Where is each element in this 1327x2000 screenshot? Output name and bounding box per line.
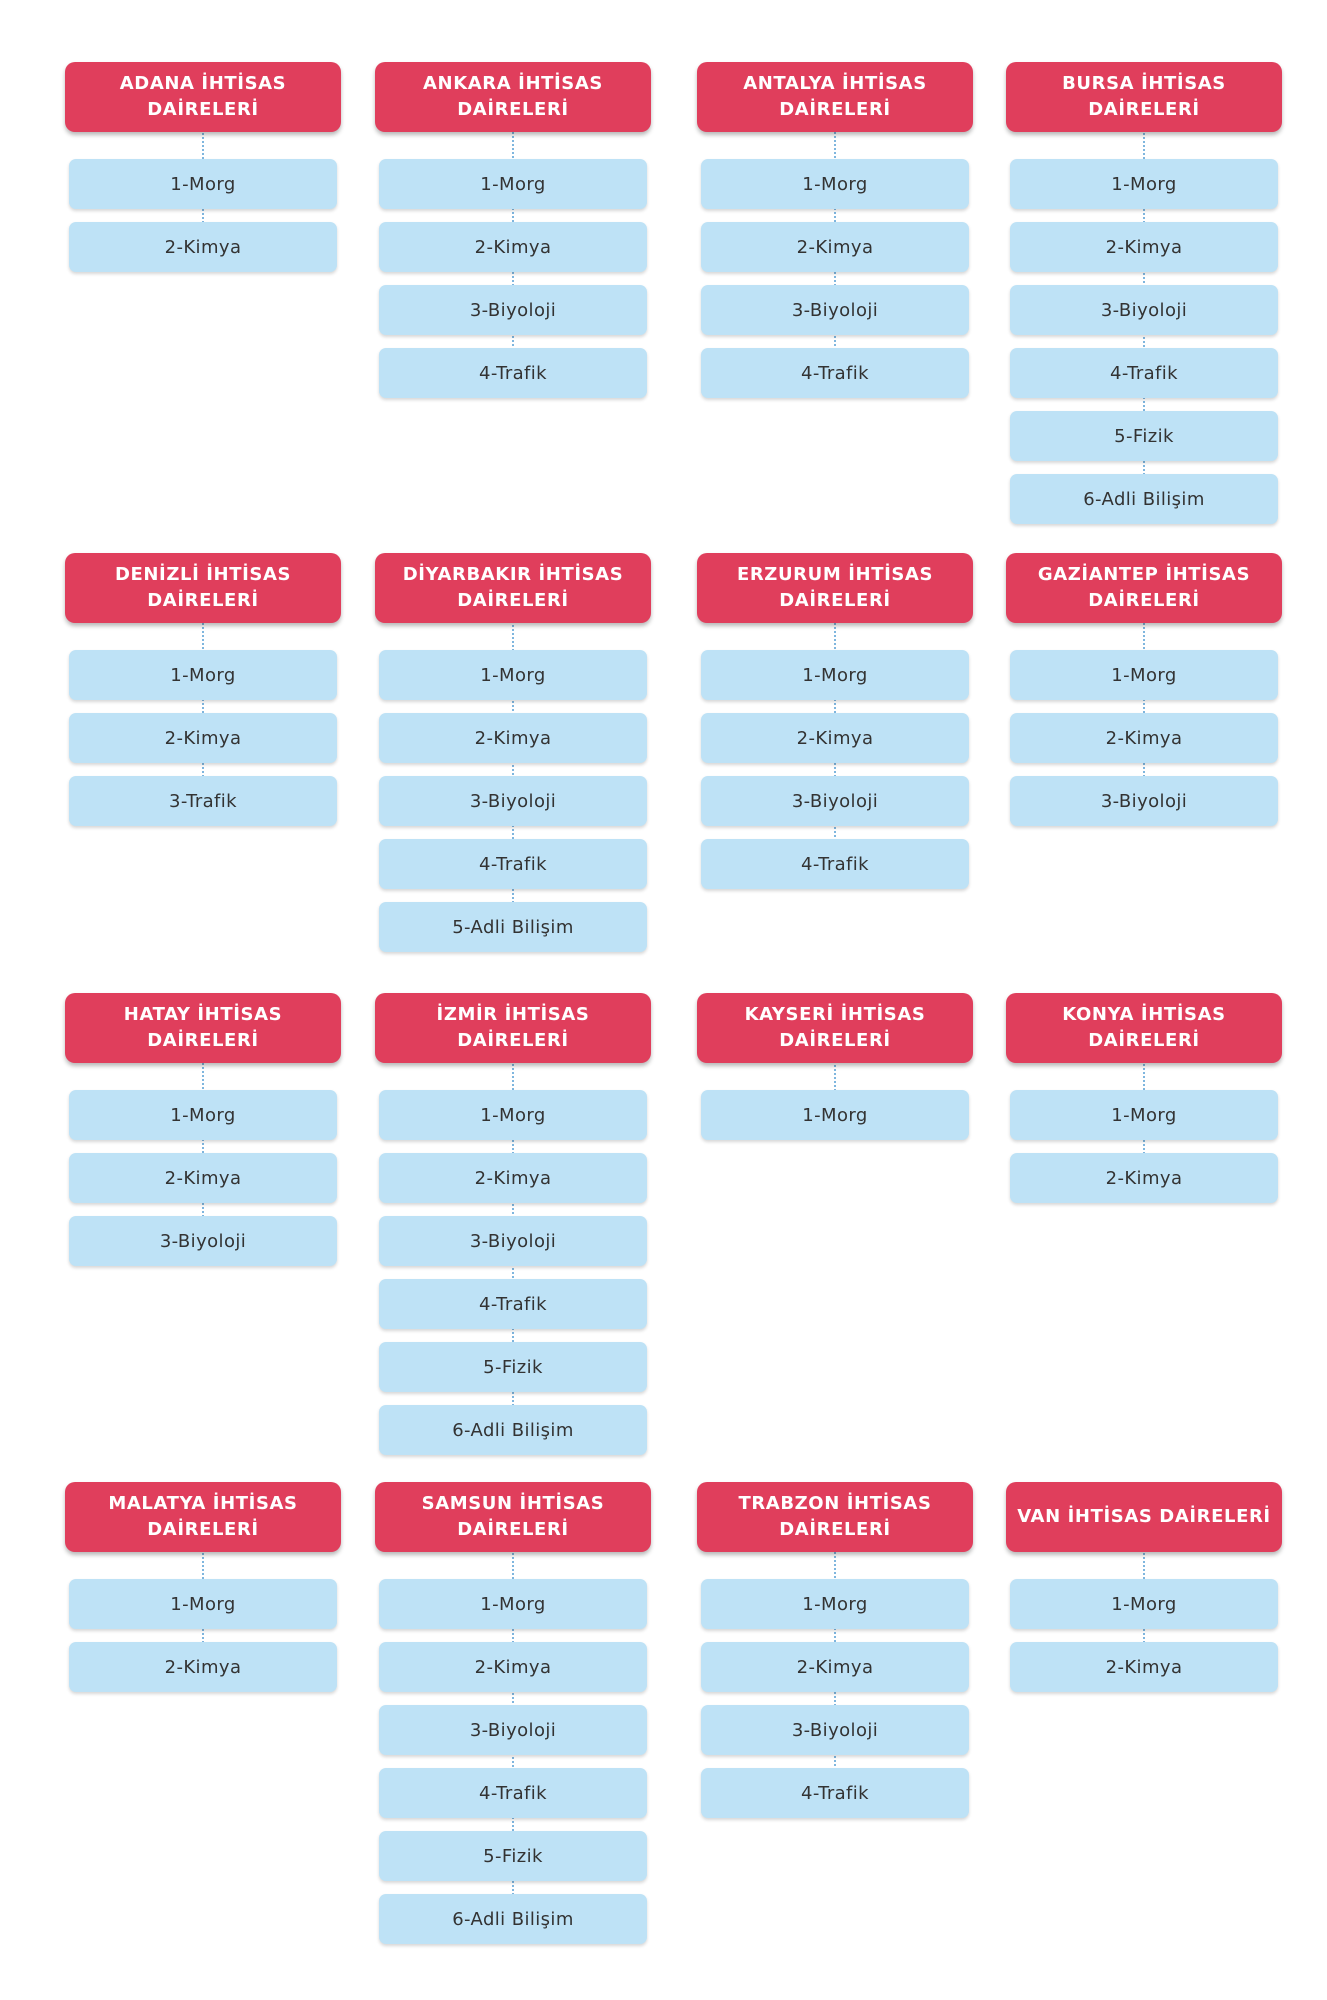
division-header: BURSA İHTİSAS DAİRELERİ [1006, 62, 1282, 132]
division-header: DENİZLİ İHTİSAS DAİRELERİ [65, 553, 341, 623]
unit-item: 2-Kimya [701, 1642, 969, 1692]
unit-item: 2-Kimya [69, 222, 337, 272]
division-header: DİYARBAKIR İHTİSAS DAİRELERİ [375, 553, 651, 623]
unit-item: 2-Kimya [1010, 1153, 1278, 1203]
unit-item: 4-Trafik [1010, 348, 1278, 398]
unit-item: 1-Morg [69, 159, 337, 209]
unit-item: 4-Trafik [379, 1768, 647, 1818]
unit-item: 1-Morg [701, 650, 969, 700]
unit-item: 3-Biyoloji [701, 776, 969, 826]
unit-item: 2-Kimya [379, 1642, 647, 1692]
unit-item: 4-Trafik [701, 1768, 969, 1818]
unit-item: 2-Kimya [1010, 713, 1278, 763]
unit-item: 2-Kimya [379, 713, 647, 763]
unit-item: 4-Trafik [701, 839, 969, 889]
division-header: KONYA İHTİSAS DAİRELERİ [1006, 993, 1282, 1063]
unit-item: 5-Fizik [1010, 411, 1278, 461]
division-header: ERZURUM İHTİSAS DAİRELERİ [697, 553, 973, 623]
unit-item: 5-Fizik [379, 1831, 647, 1881]
unit-item: 1-Morg [701, 159, 969, 209]
unit-item: 1-Morg [379, 1090, 647, 1140]
unit-item: 3-Biyoloji [701, 1705, 969, 1755]
unit-item: 1-Morg [69, 1090, 337, 1140]
unit-item: 1-Morg [69, 650, 337, 700]
division-header: MALATYA İHTİSAS DAİRELERİ [65, 1482, 341, 1552]
division-header: KAYSERİ İHTİSAS DAİRELERİ [697, 993, 973, 1063]
unit-item: 2-Kimya [701, 222, 969, 272]
division-header: VAN İHTİSAS DAİRELERİ [1006, 1482, 1282, 1552]
division-header: SAMSUN İHTİSAS DAİRELERİ [375, 1482, 651, 1552]
unit-item: 2-Kimya [69, 1153, 337, 1203]
division-header: ADANA İHTİSAS DAİRELERİ [65, 62, 341, 132]
unit-item: 1-Morg [1010, 1090, 1278, 1140]
unit-item: 2-Kimya [1010, 1642, 1278, 1692]
connector-line [834, 1028, 836, 1115]
unit-item: 3-Biyoloji [69, 1216, 337, 1266]
unit-item: 6-Adli Bilişim [379, 1894, 647, 1944]
division-header: GAZİANTEP İHTİSAS DAİRELERİ [1006, 553, 1282, 623]
unit-item: 1-Morg [1010, 650, 1278, 700]
unit-item: 3-Biyoloji [379, 1705, 647, 1755]
unit-item: 1-Morg [701, 1579, 969, 1629]
unit-item: 4-Trafik [379, 1279, 647, 1329]
unit-item: 3-Biyoloji [379, 285, 647, 335]
unit-item: 1-Morg [379, 1579, 647, 1629]
unit-item: 3-Biyoloji [701, 285, 969, 335]
unit-item: 1-Morg [379, 159, 647, 209]
division-header: İZMİR İHTİSAS DAİRELERİ [375, 993, 651, 1063]
unit-item: 3-Biyoloji [1010, 285, 1278, 335]
unit-item: 2-Kimya [1010, 222, 1278, 272]
unit-item: 4-Trafik [701, 348, 969, 398]
unit-item: 1-Morg [1010, 159, 1278, 209]
unit-item: 4-Trafik [379, 839, 647, 889]
unit-item: 1-Morg [1010, 1579, 1278, 1629]
unit-item: 3-Biyoloji [1010, 776, 1278, 826]
unit-item: 1-Morg [69, 1579, 337, 1629]
division-header: HATAY İHTİSAS DAİRELERİ [65, 993, 341, 1063]
unit-item: 2-Kimya [379, 222, 647, 272]
unit-item: 2-Kimya [701, 713, 969, 763]
unit-item: 6-Adli Bilişim [379, 1405, 647, 1455]
unit-item: 3-Biyoloji [379, 1216, 647, 1266]
unit-item: 3-Trafik [69, 776, 337, 826]
unit-item: 3-Biyoloji [379, 776, 647, 826]
unit-item: 2-Kimya [379, 1153, 647, 1203]
unit-item: 2-Kimya [69, 713, 337, 763]
division-header: TRABZON İHTİSAS DAİRELERİ [697, 1482, 973, 1552]
unit-item: 1-Morg [701, 1090, 969, 1140]
unit-item: 1-Morg [379, 650, 647, 700]
unit-item: 2-Kimya [69, 1642, 337, 1692]
division-header: ANTALYA İHTİSAS DAİRELERİ [697, 62, 973, 132]
division-header: ANKARA İHTİSAS DAİRELERİ [375, 62, 651, 132]
unit-item: 6-Adli Bilişim [1010, 474, 1278, 524]
unit-item: 5-Adli Bilişim [379, 902, 647, 952]
unit-item: 5-Fizik [379, 1342, 647, 1392]
unit-item: 4-Trafik [379, 348, 647, 398]
